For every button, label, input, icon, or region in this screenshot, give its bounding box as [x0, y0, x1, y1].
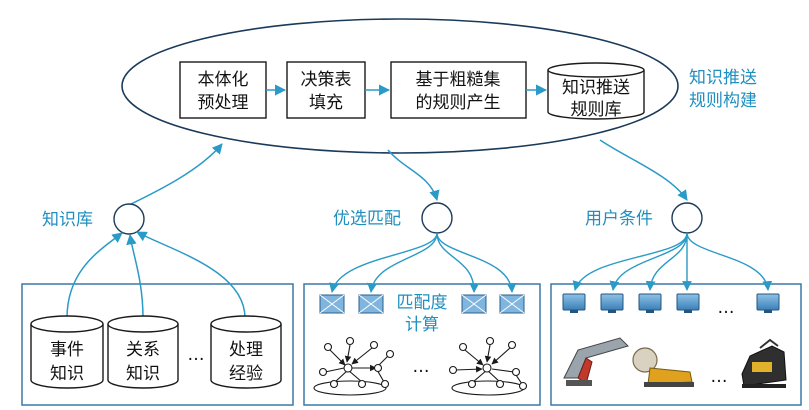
- side-label-line1: 知识推送: [689, 68, 757, 88]
- step-decision-line1: 决策表: [301, 70, 352, 90]
- mining-machine-icon: [741, 338, 787, 388]
- step-box-ontology: [179, 61, 267, 119]
- db-relation-knowledge: [107, 315, 179, 389]
- label-knowledge-base: 知识库: [42, 210, 93, 230]
- step-ontology-line1: 本体化: [198, 70, 249, 90]
- matching-label-line1: 匹配度: [397, 293, 448, 313]
- db-ellipsis: …: [188, 345, 205, 365]
- server-icon: [358, 294, 384, 314]
- excavator-arm-icon: [563, 337, 629, 386]
- db-handling-experience: [210, 315, 282, 389]
- server-icon: [499, 294, 525, 314]
- link-db3-kb: [136, 231, 246, 319]
- step-decision-line2: 填充: [309, 93, 343, 113]
- users-fanout: [572, 232, 773, 291]
- db-relation-line2: 知识: [126, 364, 160, 384]
- db-event-knowledge: [30, 315, 104, 389]
- network-graph-icon: [313, 344, 389, 396]
- network-graph-nodes: [318, 336, 395, 389]
- monitor-icon: [638, 293, 662, 313]
- step-box-decision-table: [286, 61, 366, 119]
- node-optimal-matching: [421, 202, 453, 234]
- matching-label-line2: 计算: [405, 315, 439, 335]
- link-db2-kb: [126, 233, 144, 319]
- label-optimal-matching: 优选匹配: [333, 209, 401, 229]
- db-handling-line2: 经验: [229, 364, 263, 384]
- rule-base-cylinder: [547, 62, 645, 120]
- monitor-icon: [562, 293, 586, 313]
- step-rough-line1: 基于粗糙集: [416, 70, 501, 90]
- monitor-icon: [676, 293, 700, 313]
- step-rough-line2: 的规则产生: [416, 93, 501, 113]
- link-kb-to-ellipse: [128, 143, 223, 206]
- matching-fanout: [329, 232, 517, 293]
- link-ellipse-to-user: [599, 139, 688, 201]
- rule-base-line1: 知识推送: [562, 78, 630, 98]
- side-label-line2: 规则构建: [689, 91, 757, 111]
- db-relation-line1: 关系: [126, 340, 160, 360]
- server-icon: [319, 294, 345, 314]
- step-ontology-line2: 预处理: [198, 93, 249, 113]
- users-ellipsis-bottom: …: [711, 367, 728, 387]
- db-handling-line1: 处理: [229, 340, 263, 360]
- matching-ellipsis: …: [413, 357, 430, 377]
- node-user-conditions: [671, 202, 703, 234]
- roadheader-machine-icon: [632, 347, 694, 387]
- node-knowledge-base: [113, 203, 145, 235]
- label-user-conditions: 用户条件: [585, 209, 653, 229]
- step-box-rough-set: [390, 61, 527, 119]
- users-ellipsis-top: …: [718, 298, 735, 318]
- link-db1-kb: [66, 232, 123, 319]
- link-ellipse-to-match: [387, 149, 440, 202]
- network-graph-nodes: [448, 336, 528, 391]
- rule-base-line2: 规则库: [571, 100, 622, 120]
- server-icon: [461, 294, 487, 314]
- db-event-line2: 知识: [50, 364, 84, 384]
- monitor-icon: [756, 293, 780, 313]
- db-event-line1: 事件: [50, 340, 84, 360]
- monitor-icon: [600, 293, 624, 313]
